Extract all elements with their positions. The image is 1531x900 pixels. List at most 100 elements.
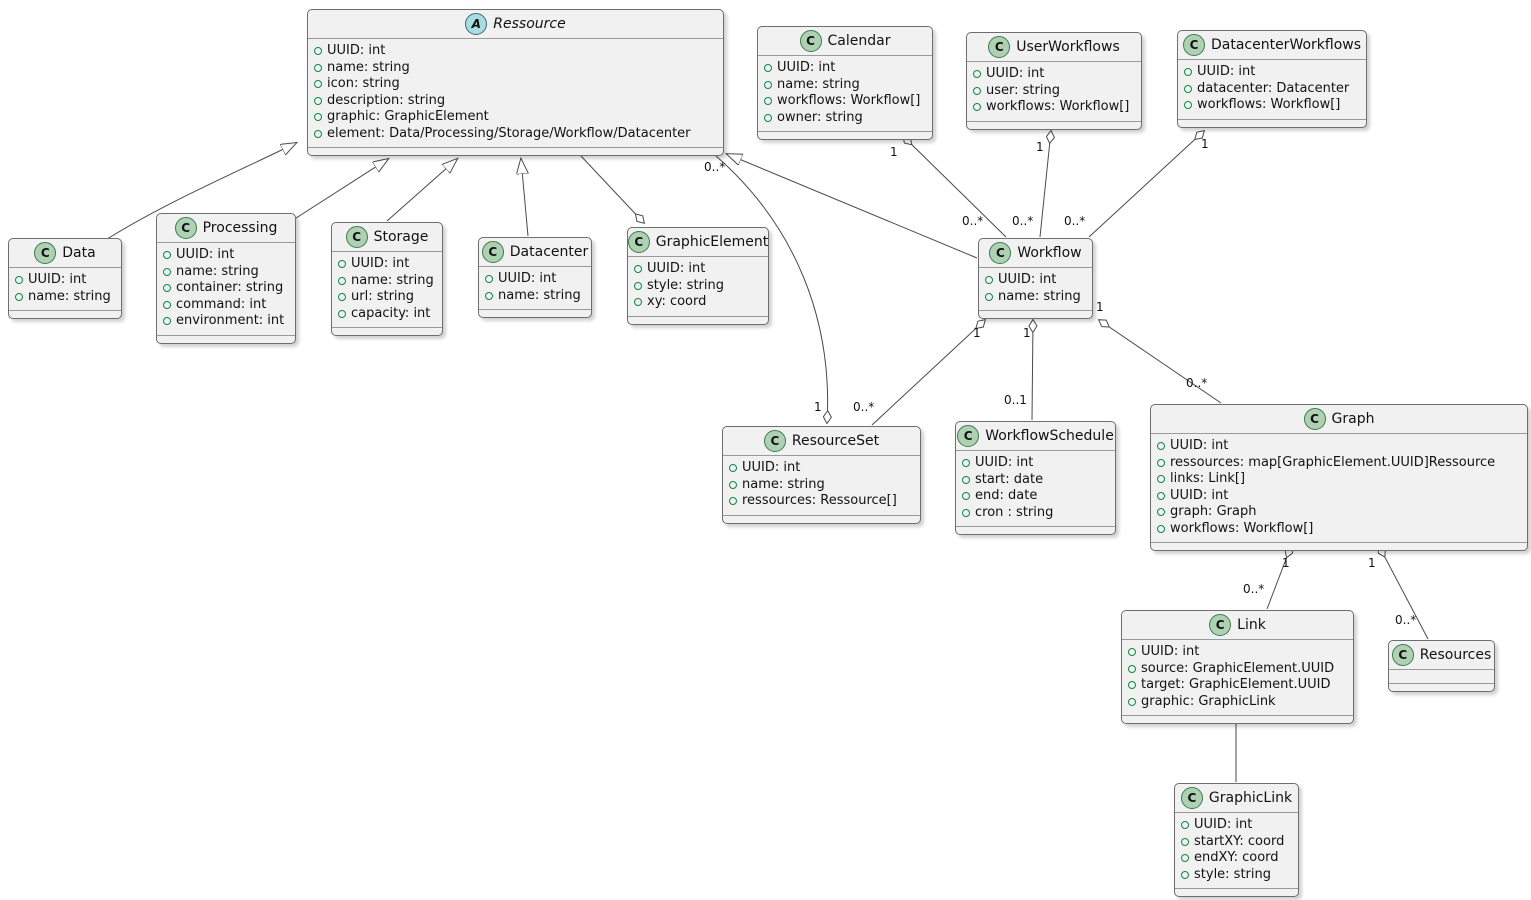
class-name: Workflow (1017, 245, 1082, 261)
attributes-compartment: UUID: int datacenter: Datacenter workflo… (1178, 60, 1366, 120)
edge-workflow-calendar (903, 136, 1007, 238)
attribute-text: name: string (498, 287, 581, 303)
field-icon (338, 276, 346, 285)
class-storage-header: C Storage (332, 223, 442, 252)
edge-link-graph (1266, 546, 1291, 610)
field-icon (338, 260, 346, 269)
attribute: element: Data/Processing/Storage/Workflo… (314, 126, 716, 143)
attribute-text: element: Data/Processing/Storage/Workflo… (327, 125, 691, 141)
attribute-text: UUID: int (986, 66, 1045, 81)
attribute: icon: string (314, 76, 716, 93)
class-name: Link (1237, 617, 1266, 633)
attribute-text: UUID: int (351, 256, 410, 271)
field-icon (1184, 68, 1192, 77)
attribute: name: string (485, 288, 584, 305)
methods-compartment (758, 132, 932, 139)
attribute-text: UUID: int (1197, 64, 1256, 79)
field-icon (764, 97, 772, 106)
field-icon (1157, 458, 1165, 467)
attributes-compartment: UUID: int name: string (9, 268, 121, 311)
field-icon (338, 293, 346, 302)
field-icon (973, 86, 981, 95)
attribute: UUID: int (314, 43, 716, 60)
attribute: start: date (962, 472, 1108, 489)
abstract-icon: A (465, 13, 488, 35)
class-name: ResourceSet (791, 433, 880, 449)
field-icon (1181, 870, 1189, 879)
attribute: name: string (764, 77, 925, 94)
field-icon (962, 475, 970, 484)
attribute-text: graph: Graph (1170, 504, 1257, 519)
class-link: C Link UUID: int source: GraphicElement.… (1121, 610, 1354, 724)
class-name: GraphicLink (1208, 790, 1293, 806)
attribute: UUID: int (1157, 488, 1520, 505)
attribute-text: container: string (176, 280, 284, 295)
edge-datacenter-ressource (521, 159, 528, 237)
attribute-text: endXY: coord (1194, 850, 1279, 865)
methods-compartment (1122, 716, 1353, 723)
field-icon (634, 298, 642, 307)
attribute: command: int (163, 297, 288, 314)
class-ressource-header: A Ressource (308, 10, 723, 39)
attribute-text: url: string (351, 289, 415, 304)
multiplicity-label: 0..* (704, 160, 726, 174)
attribute: end: date (962, 488, 1108, 505)
multiplicity-label: 0..* (1012, 214, 1034, 228)
attribute-text: UUID: int (1141, 644, 1200, 659)
class-workflowschedule: C WorkflowSchedule UUID: int start: date… (955, 421, 1116, 535)
multiplicity-label: 0..* (1243, 582, 1265, 596)
attributes-compartment: UUID: int name: string (479, 267, 591, 310)
multiplicity-label: 0..* (1186, 376, 1208, 390)
field-icon (634, 281, 642, 290)
attribute: datacenter: Datacenter (1184, 81, 1359, 98)
class-processing-header: C Processing (157, 214, 295, 243)
attribute: workflows: Workflow[] (1184, 97, 1359, 114)
multiplicity-label: 1 (890, 145, 898, 159)
attribute: cron : string (962, 505, 1108, 522)
attribute: source: GraphicElement.UUID (1128, 661, 1346, 678)
attribute-text: owner: string (777, 109, 863, 125)
field-icon (163, 300, 171, 309)
attribute: graph: Graph (1157, 504, 1520, 521)
class-name: UserWorkflows (1016, 39, 1120, 55)
field-icon (634, 265, 642, 274)
methods-compartment (332, 328, 442, 335)
attributes-compartment: UUID: int ressources: map[GraphicElement… (1151, 434, 1527, 543)
attribute: UUID: int (962, 455, 1108, 472)
field-icon (1157, 442, 1165, 451)
class-icon: C (763, 430, 786, 452)
field-icon (314, 80, 322, 89)
field-icon (962, 459, 970, 468)
attributes-compartment: UUID: int name: string url: string capac… (332, 252, 442, 328)
class-icon: C (799, 30, 822, 52)
attribute: UUID: int (338, 256, 435, 273)
edge-workflow-userworkflows (1039, 131, 1051, 238)
multiplicity-label: 1 (1282, 556, 1290, 570)
multiplicity-label: 0..* (1064, 214, 1086, 228)
field-icon (764, 80, 772, 89)
field-icon (1128, 697, 1136, 706)
class-processing: C Processing UUID: int name: string cont… (156, 213, 296, 344)
attribute: UUID: int (15, 272, 114, 289)
field-icon (973, 103, 981, 112)
attribute: UUID: int (973, 66, 1134, 83)
attribute: UUID: int (1128, 644, 1346, 661)
methods-compartment (723, 516, 920, 523)
attribute: startXY: coord (1181, 834, 1291, 851)
attributes-compartment: UUID: int user: string workflows: Workfl… (967, 62, 1141, 122)
attribute-text: command: int (176, 296, 267, 312)
methods-compartment (308, 148, 723, 155)
attribute: links: Link[] (1157, 471, 1520, 488)
attribute-text: UUID: int (1170, 438, 1229, 453)
multiplicity-label: 0..* (962, 214, 984, 228)
attribute: style: string (634, 278, 761, 295)
attributes-compartment: UUID: int source: GraphicElement.UUID ta… (1122, 640, 1353, 716)
attributes-compartment: UUID: int name: string (979, 268, 1092, 311)
methods-compartment (1178, 120, 1366, 127)
attribute-text: user: string (986, 82, 1060, 98)
attribute-text: style: string (1194, 866, 1272, 882)
attribute-text: start: date (975, 471, 1044, 487)
class-calendar-header: C Calendar (758, 27, 932, 56)
edge-ressource-resourceset (715, 155, 828, 423)
class-resourceset-header: C ResourceSet (723, 427, 920, 456)
